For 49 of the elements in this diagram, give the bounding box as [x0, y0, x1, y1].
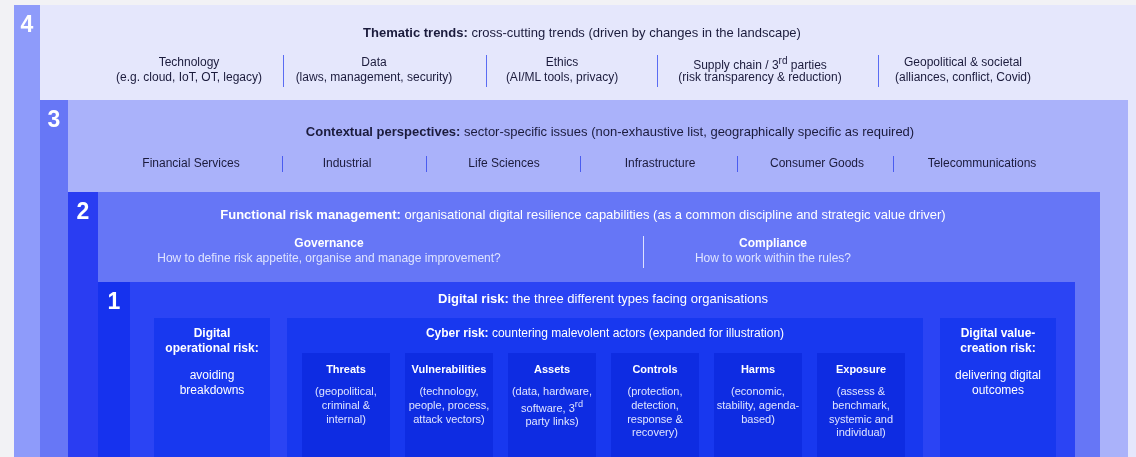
- heading: Compliance: [738, 236, 808, 251]
- heading: Digital value-creation risk:: [959, 326, 1037, 356]
- label: (technology, people, process, attack vectors): [407, 385, 491, 427]
- label: How to work within the rules?: [693, 251, 853, 266]
- label: Life Sciences: [467, 156, 541, 171]
- layer-number: 3: [46, 106, 62, 133]
- heading: Harms: [739, 363, 777, 377]
- label: avoiding breakdowns: [178, 368, 246, 398]
- label: (AI/ML tools, privacy): [504, 70, 620, 85]
- layer-number: 1: [106, 288, 122, 315]
- heading: Assets: [532, 363, 572, 377]
- heading: Digital operational risk:: [164, 326, 260, 356]
- label: How to define risk appetite, organise and manage improvement?: [156, 251, 502, 266]
- label: Cyber risk: countering malevolent actors (expanded for illustration): [424, 326, 786, 341]
- digital-risk-band: [98, 282, 1075, 457]
- band-title: Functional risk management: organisational digital resilience capabilities (as a common discipline and strategic value driver): [219, 207, 947, 224]
- contextual-perspectives-band: [40, 100, 1128, 457]
- layer-number: 2: [75, 198, 91, 225]
- label: Technology: [157, 55, 221, 70]
- label: (laws, management, security): [294, 70, 454, 85]
- label: delivering digital outcomes: [953, 368, 1043, 398]
- label: (alliances, conflict, Covid): [893, 70, 1033, 85]
- label: Data: [360, 55, 388, 70]
- heading: Controls: [631, 363, 679, 377]
- band-title: Digital risk: the three different types facing organisations: [437, 291, 769, 308]
- label: Financial Services: [141, 156, 241, 171]
- label: Telecommunications: [926, 156, 1038, 171]
- heading: Threats: [325, 363, 367, 377]
- heading: Governance: [293, 236, 365, 251]
- thematic-trends-band: [14, 5, 1136, 457]
- label: (data, hardware, software, 3$^{rd}$ party links): [510, 385, 594, 429]
- band-title: Thematic trends: cross-cutting trends (driven by changes in the landscape): [362, 25, 802, 42]
- label: (economic, stability, agenda-based): [715, 385, 801, 427]
- heading: Vulnerabilities: [410, 363, 488, 377]
- label: (geopolitical, criminal & internal): [314, 385, 378, 427]
- label: (e.g. cloud, IoT, OT, legacy): [114, 70, 264, 85]
- label: Geopolitical & societal: [902, 55, 1024, 70]
- functional-risk-band: [68, 192, 1100, 457]
- heading: Exposure: [834, 363, 888, 377]
- label: (assess & benchmark, systemic and individual): [827, 385, 895, 440]
- label: Consumer Goods: [768, 156, 865, 171]
- label: (protection, detection, response & recovery): [626, 385, 684, 440]
- layer-number: 4: [19, 11, 35, 38]
- label: Infrastructure: [623, 156, 697, 171]
- label: Industrial: [321, 156, 373, 171]
- label: Ethics: [544, 55, 580, 70]
- risk-type-panel: [287, 318, 923, 457]
- label: Supply chain / 3$^{rd}$ parties: [693, 55, 827, 73]
- band-title: Contextual perspectives: sector-specific issues (non-exhaustive list, geographically specific as required): [304, 124, 916, 141]
